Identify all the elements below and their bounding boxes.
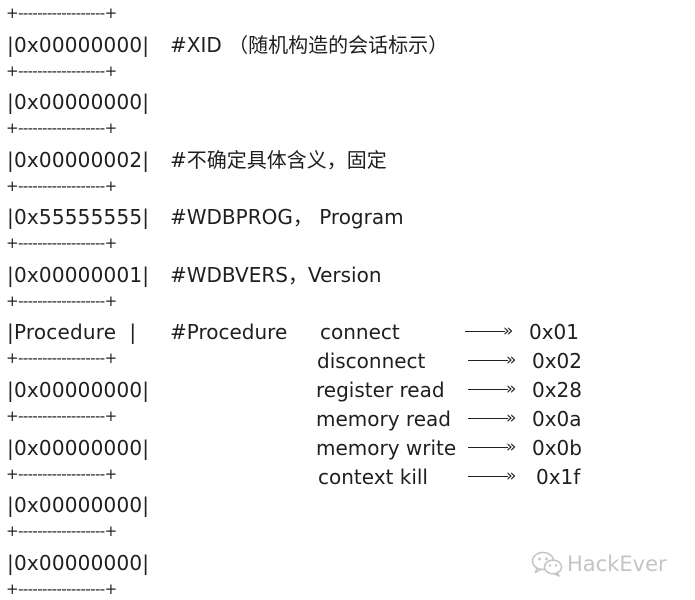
procedure-code: 0x02 xyxy=(532,349,583,373)
table-cell: |0x55555555| xyxy=(7,205,150,229)
procedure-name: memory write xyxy=(316,436,457,460)
table-border: +------------------+ xyxy=(6,177,117,195)
table-border: +------------------+ xyxy=(6,465,117,483)
procedure-name: register read xyxy=(316,378,445,402)
note-xid: #XID （随机构造的会话标示） xyxy=(170,33,449,57)
procedure-code: 0x01 xyxy=(529,320,580,344)
table-border: +------------------+ xyxy=(6,119,117,137)
table-cell: |0x00000000| xyxy=(7,33,150,57)
table-border: +------------------+ xyxy=(6,349,117,367)
table-border: +------------------+ xyxy=(6,4,117,22)
procedure-name: disconnect xyxy=(317,349,426,373)
table-cell: |0x00000000| xyxy=(7,90,150,114)
note-procedure: #Procedure xyxy=(170,320,288,344)
table-border: +------------------+ xyxy=(6,522,117,540)
wechat-icon xyxy=(531,551,563,577)
table-cell: |0x00000000| xyxy=(7,493,150,517)
table-border: +------------------+ xyxy=(6,292,117,310)
procedure-code: 0x0b xyxy=(532,436,582,460)
table-cell: |0x00000000| xyxy=(7,551,150,575)
table-cell: |Procedure | xyxy=(7,320,137,344)
table-cell: |0x00000002| xyxy=(7,148,150,172)
note-program: #WDBPROG， Program xyxy=(170,205,404,229)
table-cell: |0x00000000| xyxy=(7,436,150,460)
table-border: +------------------+ xyxy=(6,580,117,598)
procedure-code: 0x28 xyxy=(532,378,583,402)
table-cell: |0x00000001| xyxy=(7,263,150,287)
procedure-code: 0x1f xyxy=(536,465,581,489)
procedure-name: context kill xyxy=(318,465,428,489)
procedure-code: 0x0a xyxy=(532,407,582,431)
table-border: +------------------+ xyxy=(6,234,117,252)
note-fixed: #不确定具体含义，固定 xyxy=(170,148,387,172)
table-border: +------------------+ xyxy=(6,407,117,425)
watermark-text: HackEver xyxy=(567,552,667,576)
procedure-name: connect xyxy=(320,320,400,344)
procedure-name: memory read xyxy=(316,407,451,431)
table-border: +------------------+ xyxy=(6,62,117,80)
note-version: #WDBVERS，Version xyxy=(170,263,382,287)
table-cell: |0x00000000| xyxy=(7,378,150,402)
